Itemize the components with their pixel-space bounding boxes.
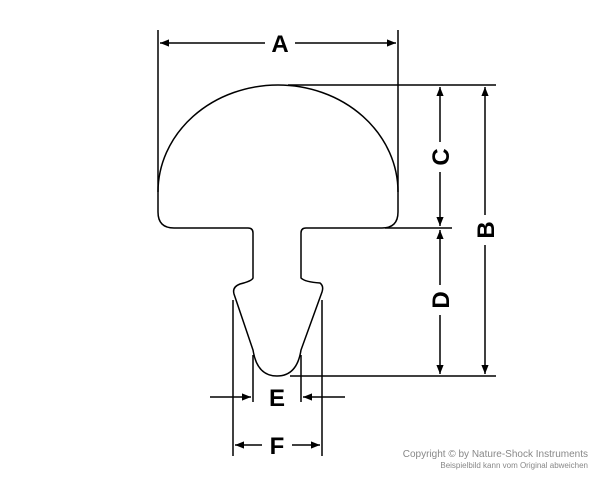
disclaimer-line: Beispielbild kann vom Original abweichen bbox=[440, 461, 588, 470]
label-c: C bbox=[428, 148, 455, 165]
dimension-lines bbox=[157, 30, 496, 456]
copyright-line: Copyright © by Nature-Shock Instruments bbox=[402, 449, 588, 460]
label-e: E bbox=[269, 385, 285, 412]
label-b: B bbox=[473, 221, 500, 238]
copyright-notice: Copyright © by Nature-Shock Instruments … bbox=[403, 449, 588, 471]
label-d: D bbox=[428, 291, 455, 308]
fret-profile bbox=[157, 84, 399, 377]
label-a: A bbox=[271, 31, 288, 58]
label-f: F bbox=[270, 433, 285, 460]
